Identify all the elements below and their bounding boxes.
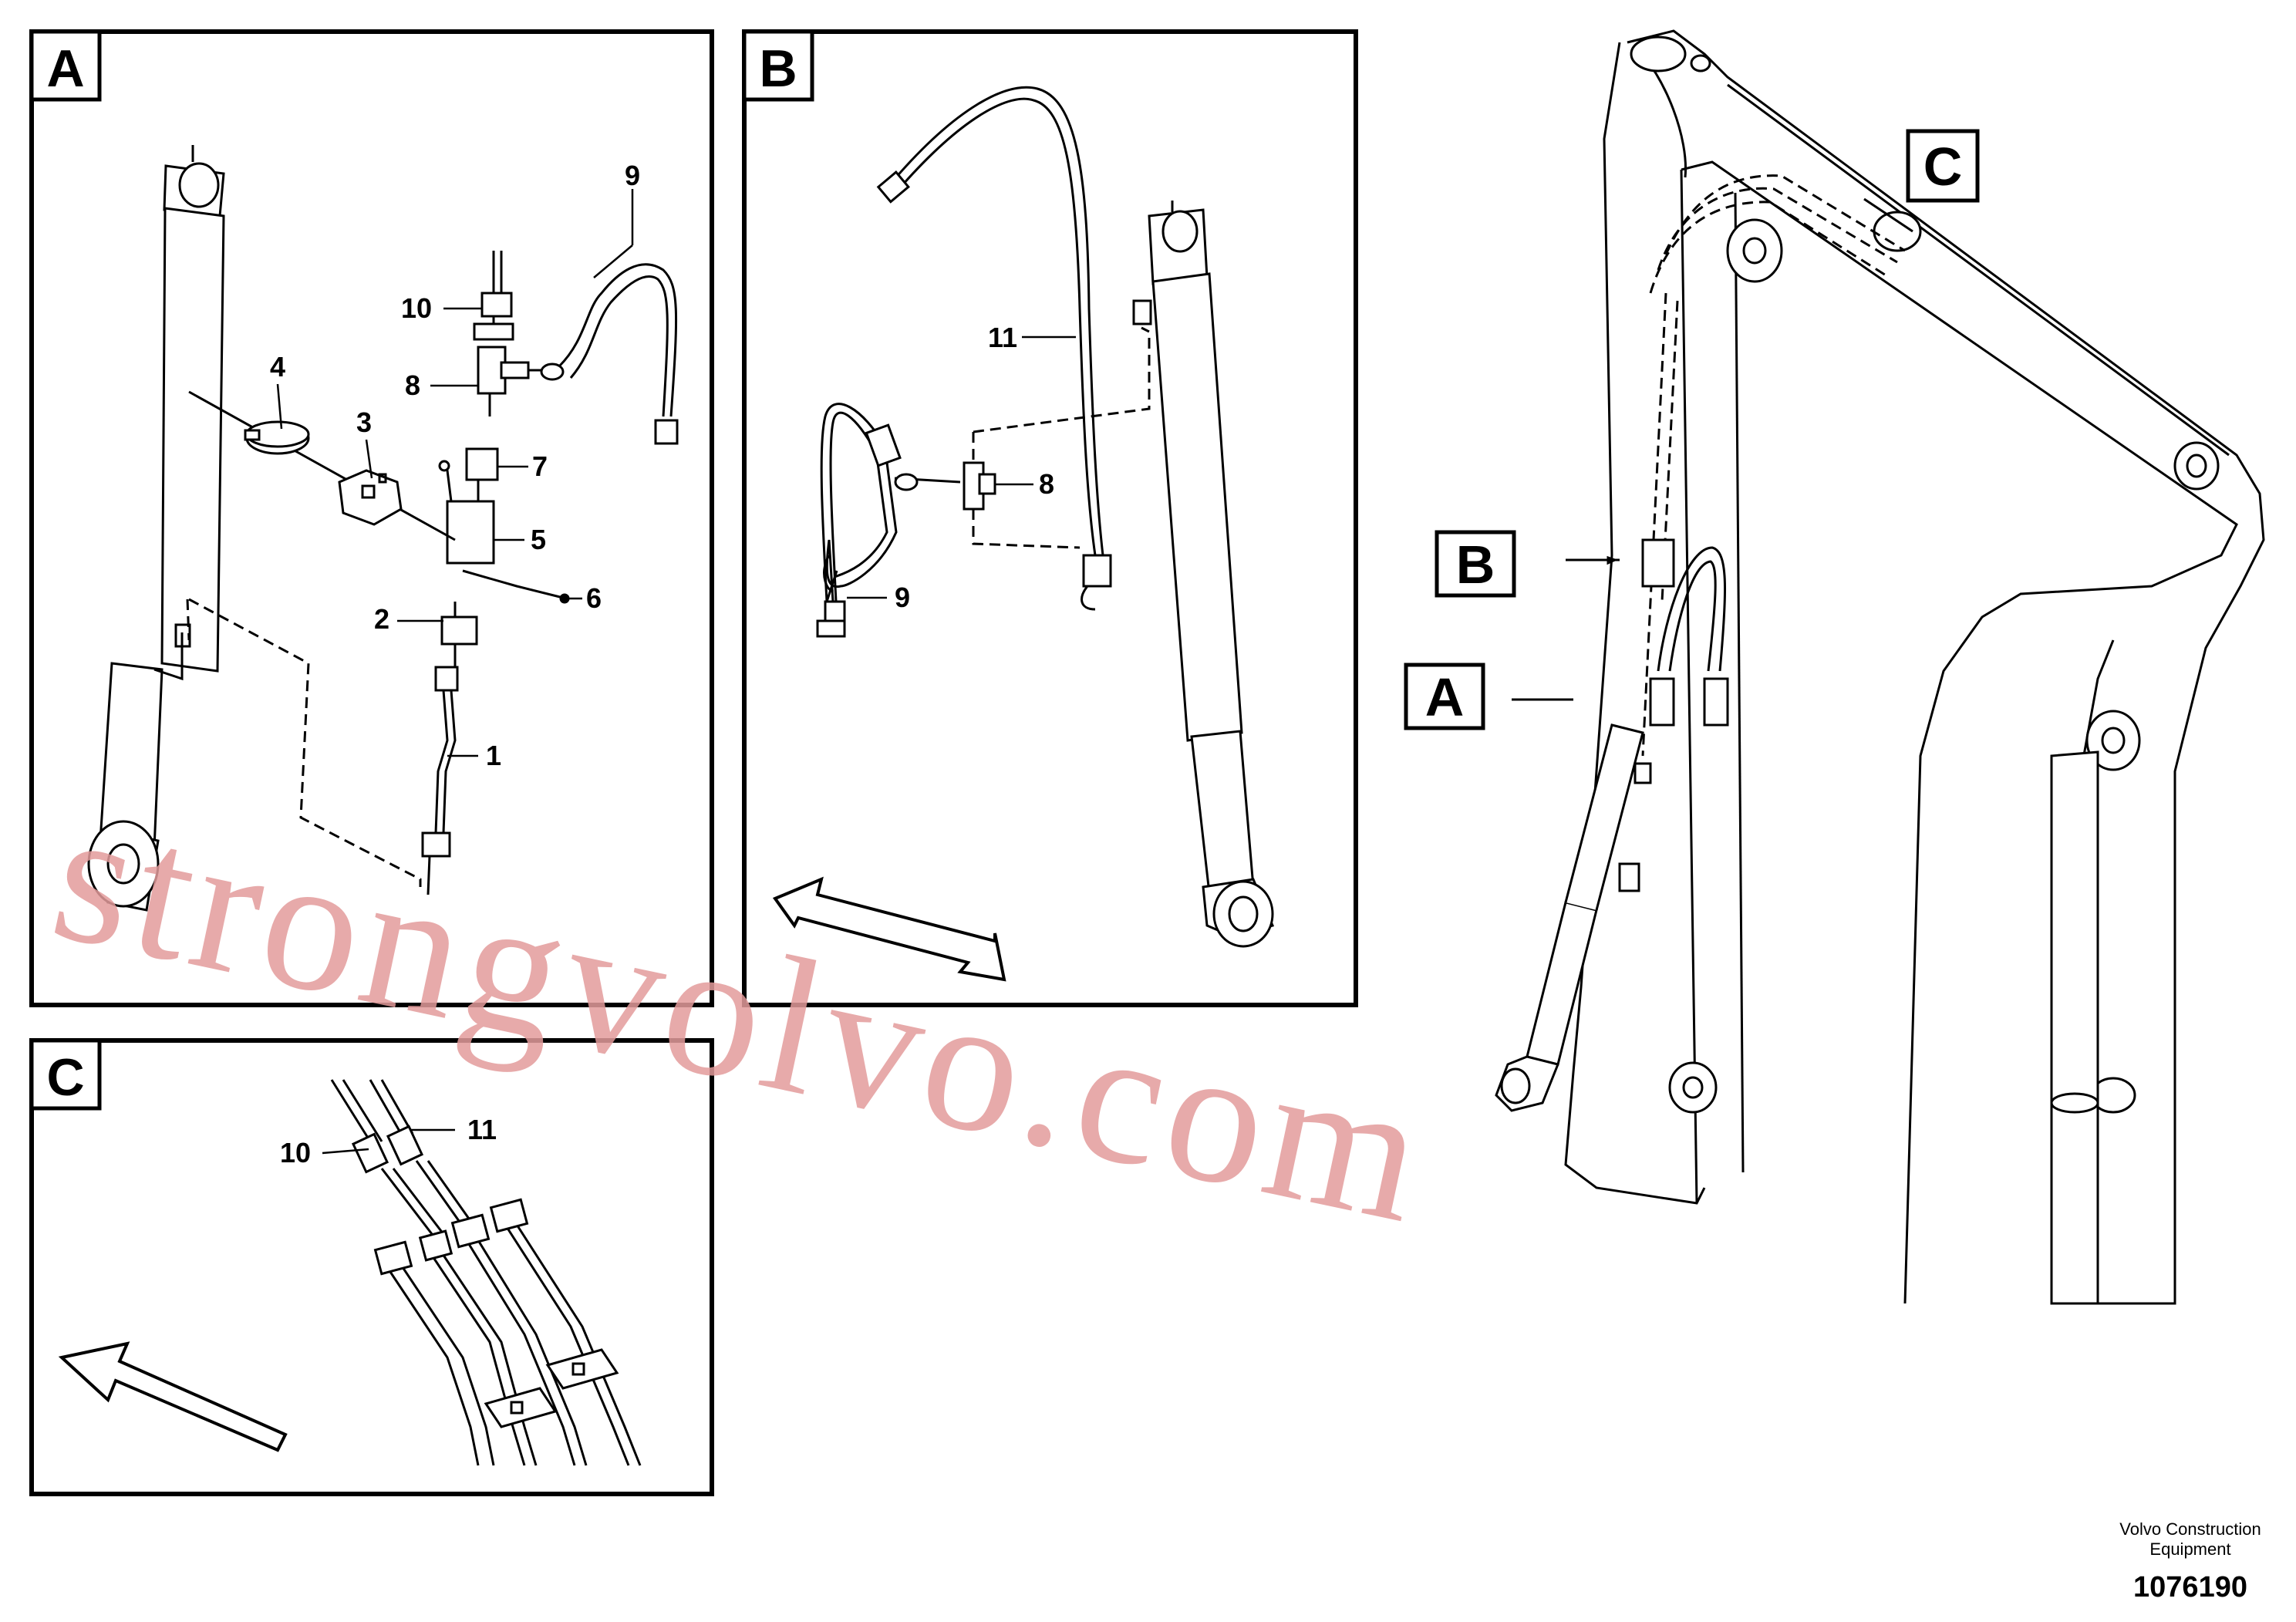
panel-a: A xyxy=(29,29,714,1007)
overview-marker-c: C xyxy=(1923,137,1963,197)
panel-c: C 10 11 xyxy=(29,1038,714,1496)
overview-markers: C B A xyxy=(1404,129,1980,730)
callout-a-7: 7 xyxy=(532,450,548,482)
panel-a-letter: A xyxy=(46,39,84,98)
panel-c-letter: C xyxy=(46,1048,84,1107)
hose-assembly-a xyxy=(421,251,679,895)
callout-a-8: 8 xyxy=(405,369,420,401)
clamp-and-bracket xyxy=(188,390,456,541)
callout-a-2: 2 xyxy=(374,603,389,635)
company-name-line1: Volvo Construction xyxy=(2119,1519,2261,1539)
callout-leaders-a xyxy=(276,189,634,757)
callout-a-4: 4 xyxy=(270,351,285,383)
callout-a-6: 6 xyxy=(586,582,602,614)
callout-a-9: 9 xyxy=(625,160,640,191)
direction-arrow-b xyxy=(772,876,1006,982)
callout-leaders-b xyxy=(847,336,1076,599)
hose-bundle-drawing xyxy=(330,1079,642,1466)
company-name-line2: Equipment xyxy=(2149,1539,2230,1559)
overview-marker-b: B xyxy=(1456,534,1495,595)
title-block: Volvo Construction Equipment 1076190 xyxy=(2119,1519,2261,1603)
panel-b: B xyxy=(742,29,1358,1007)
callout-a-3: 3 xyxy=(356,406,372,438)
callout-c-10: 10 xyxy=(280,1137,311,1168)
panel-b-letter: B xyxy=(759,39,797,98)
hose-9-drawing xyxy=(816,403,996,638)
cylinder-b-drawing xyxy=(1132,201,1275,948)
callout-b-11: 11 xyxy=(988,322,1017,353)
cylinder-drawing xyxy=(87,145,225,912)
overview-marker-a: A xyxy=(1425,667,1465,727)
drawing-number: 1076190 xyxy=(2133,1571,2247,1603)
callout-a-5: 5 xyxy=(531,524,546,555)
callout-b-9: 9 xyxy=(895,582,910,613)
callout-a-10: 10 xyxy=(401,292,432,324)
callout-leaders-c xyxy=(322,1128,455,1155)
boom-overview xyxy=(1495,29,2265,1305)
callout-b-8: 8 xyxy=(1039,468,1054,500)
hose-11-drawing xyxy=(876,86,1112,611)
callout-c-11: 11 xyxy=(467,1114,497,1145)
callout-a-1: 1 xyxy=(486,740,501,771)
direction-arrow-c xyxy=(58,1341,288,1452)
